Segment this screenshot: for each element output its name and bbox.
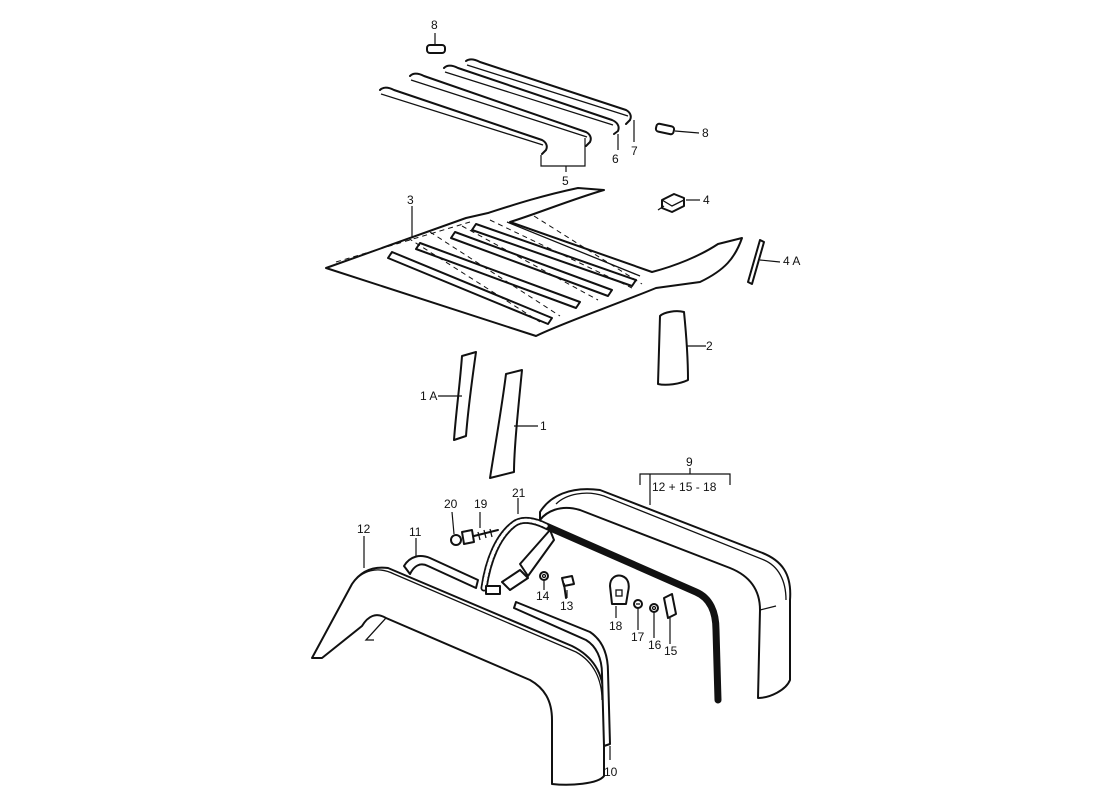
washer-20	[450, 534, 462, 546]
callout-3: 3	[407, 193, 414, 207]
trim-panel-1	[489, 369, 523, 479]
trim-piece-inner	[501, 529, 555, 591]
callout-16: 16	[648, 638, 662, 652]
trim-strip-10	[513, 601, 611, 747]
callout-7: 7	[631, 144, 638, 158]
roof-bow-rod-6	[443, 64, 620, 135]
trim-panel-1a	[453, 351, 477, 441]
callout-19: 19	[474, 497, 488, 511]
callout-5: 5	[562, 174, 569, 188]
screw-13	[561, 575, 575, 599]
screw-17	[633, 599, 643, 609]
callout-13: 13	[560, 599, 574, 613]
latch-18	[609, 574, 630, 605]
callout-2: 2	[706, 339, 713, 353]
callout-1: 1	[540, 419, 547, 433]
roll-bar-cover-12	[311, 566, 605, 786]
roll-bar-cover-9	[539, 488, 792, 699]
roof-bow-rod-5a	[409, 72, 592, 147]
washer-16	[649, 603, 659, 613]
callout-12: 12	[357, 522, 371, 536]
clip-4	[657, 193, 685, 213]
trim-strip-11	[403, 555, 501, 595]
callout-6: 6	[612, 152, 619, 166]
bracket-15	[663, 593, 677, 619]
callout-9: 9	[686, 455, 693, 469]
callout-4: 4	[703, 193, 710, 207]
roof-bow-rod-7	[465, 58, 632, 125]
callout-10: 10	[604, 765, 618, 779]
callout-17: 17	[631, 630, 645, 644]
callout-8-top: 8	[431, 18, 438, 32]
bracket-9	[639, 473, 731, 485]
callout-15: 15	[664, 644, 678, 658]
callout-11: 11	[409, 525, 422, 539]
headliner-3	[325, 187, 743, 337]
seal-21	[480, 516, 722, 704]
callout-9-subparts: 12 + 15 - 18	[652, 480, 717, 494]
callout-4a: 4 A	[783, 254, 800, 268]
plug-8-top	[426, 44, 446, 54]
strip-4a	[747, 239, 765, 285]
plug-8-right	[654, 122, 676, 136]
bracket-5	[540, 138, 586, 167]
callout-1a: 1 A	[420, 389, 437, 403]
callout-8-right: 8	[702, 126, 709, 140]
washer-14	[539, 571, 549, 581]
callout-20: 20	[444, 497, 458, 511]
roof-bow-rod-5b	[379, 86, 548, 155]
callout-18: 18	[609, 619, 623, 633]
screw-19	[461, 528, 499, 545]
callout-21: 21	[512, 486, 526, 500]
trim-panel-2	[657, 310, 689, 386]
callout-14: 14	[536, 589, 550, 603]
